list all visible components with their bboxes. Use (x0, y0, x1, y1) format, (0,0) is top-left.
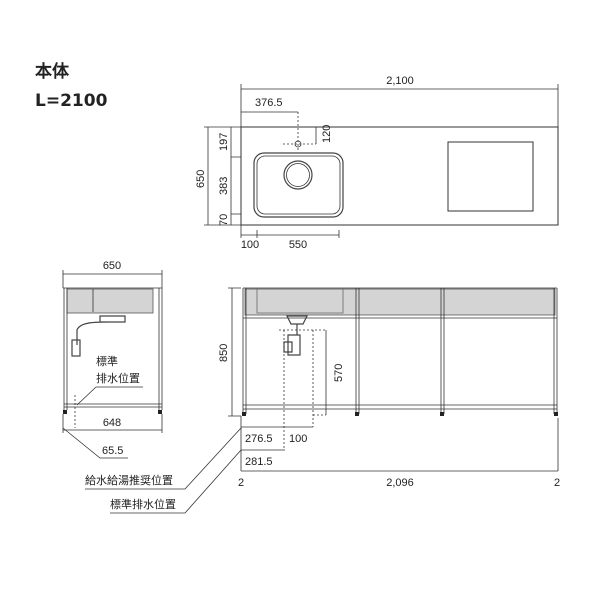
legend: 給水給湯推奨位置 標準排水位置 (85, 427, 242, 514)
supply-gap: 100 (289, 433, 307, 445)
drain-offset: 65.5 (102, 445, 123, 457)
cooktop (447, 141, 534, 212)
side-view: 650 標準 排水位置 648 65.5 (62, 260, 163, 459)
countertop (240, 126, 559, 226)
legend-drain: 標準排水位置 (110, 497, 176, 511)
sink-bowl (253, 152, 344, 218)
sink-width-dim: 550 (289, 239, 307, 251)
length-label: L=2100 (35, 91, 108, 111)
drain-pipe (76, 315, 126, 345)
legend-supply: 給水給湯推奨位置 (85, 473, 173, 487)
faucet-x-dim: 376.5 (255, 97, 283, 109)
drain-height: 570 (333, 364, 345, 382)
plan-width: 2,100 (386, 75, 414, 87)
sink-offset-dim: 100 (241, 239, 259, 251)
trap (283, 315, 308, 356)
faucet-y-dim: 120 (321, 125, 333, 143)
edge-right: 2 (554, 477, 560, 489)
d2-dim: 383 (218, 177, 230, 195)
drain-x: 281.5 (245, 456, 273, 468)
d1-dim: 197 (218, 133, 230, 151)
plan-view: 2,100 376.5 120 650 197 383 70 100 550 (195, 75, 559, 251)
side-width: 650 (103, 260, 121, 272)
height-dim: 850 (218, 344, 230, 362)
depth-dim: 650 (195, 170, 207, 188)
faucet-hole (294, 140, 302, 148)
drain-label-2: 排水位置 (96, 371, 140, 385)
front-view: 850 570 276.5 100 281.5 2 2,096 2 (218, 287, 560, 489)
supply-x: 276.5 (245, 433, 273, 445)
edge-left: 2 (238, 477, 244, 489)
inner-width: 648 (103, 417, 121, 429)
drain (283, 160, 313, 190)
d3-dim: 70 (218, 214, 230, 226)
title: 本体 (35, 61, 70, 82)
drain-label-1: 標準 (96, 354, 118, 368)
inner-length: 2,096 (386, 477, 414, 489)
